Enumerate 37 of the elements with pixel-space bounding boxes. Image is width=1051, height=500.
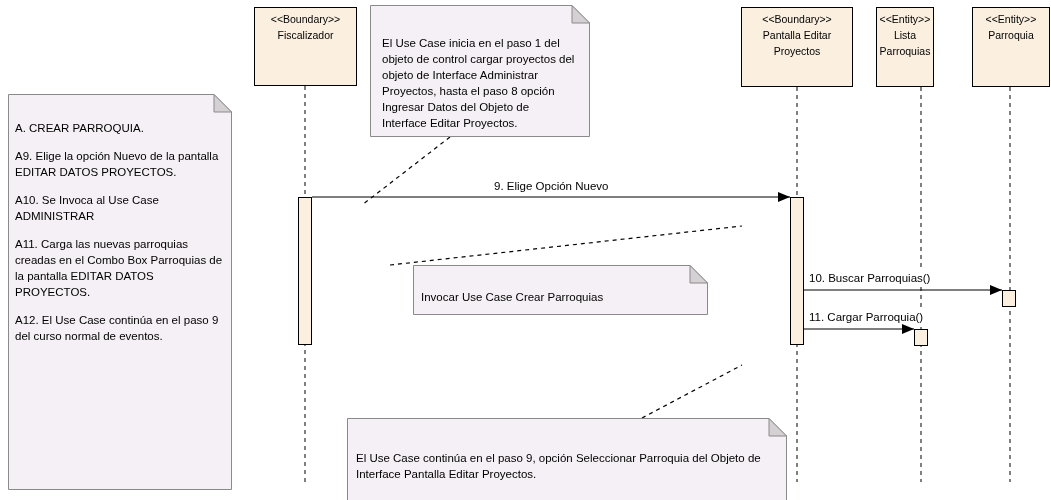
note-text: A11. Carga las nuevas parroquias creadas en el Combo Box Parroquias de la pantalla EDITAR DATOS PROYECTOS. bbox=[15, 237, 224, 300]
stereotype-label: <<Entity>> bbox=[984, 12, 1038, 27]
object-header bbox=[876, 7, 934, 87]
stereotype-label: <<Boundary>> bbox=[269, 12, 342, 27]
object-header bbox=[254, 7, 357, 86]
note-text: A9. Elige la opción Nuevo de la pantalla EDITAR DATOS PROYECTOS. bbox=[15, 149, 220, 180]
note-text: A12. El Use Case continúa en el paso 9 del curso normal de eventos. bbox=[15, 313, 220, 344]
object-name: Parroquia bbox=[987, 28, 1035, 43]
note bbox=[413, 265, 708, 315]
note bbox=[8, 94, 232, 490]
message-label: 9. Elige Opción Nuevo bbox=[493, 179, 610, 193]
message-label: 11. Cargar Parroquia() bbox=[808, 310, 925, 324]
activation-bar bbox=[1002, 290, 1016, 307]
leader-line bbox=[389, 225, 743, 266]
message-arrow bbox=[311, 192, 791, 202]
object-header bbox=[972, 7, 1050, 87]
note bbox=[370, 5, 590, 137]
object-name: Fiscalizador bbox=[276, 28, 335, 43]
leader-line bbox=[641, 364, 743, 419]
note-text: A. CREAR PARROQUIA. bbox=[15, 121, 145, 136]
note-text: A10. Se Invoca al Use Case ADMINISTRAR bbox=[15, 193, 160, 224]
stereotype-label: <<Entity>> bbox=[878, 12, 932, 27]
leader-line bbox=[361, 136, 451, 206]
object-header bbox=[741, 7, 853, 87]
note bbox=[347, 418, 787, 500]
note-text: El Use Case inicia en el paso 1 del objeto de control cargar proyectos del objeto de Interface Administrar Proyectos, hasta el paso 8 opción Ingresar Datos del Objeto de Interface Editar Proyectos. bbox=[382, 36, 576, 131]
activation-bar bbox=[914, 329, 928, 346]
message-arrow bbox=[803, 285, 1003, 295]
note-text: Invocar Use Case Crear Parroquias bbox=[421, 290, 605, 305]
activation-bar bbox=[790, 197, 804, 345]
note-text: El Use Case continúa en el paso 9, opción Seleccionar Parroquia del Objeto de Interface Pantalla Editar Proyectos. bbox=[356, 451, 762, 482]
stereotype-label: <<Boundary>> bbox=[761, 12, 833, 27]
object-name: Pantalla Editar Proyectos bbox=[761, 28, 833, 59]
message-arrow bbox=[803, 324, 915, 334]
message-label: 10. Buscar Parroquias() bbox=[808, 271, 932, 285]
activation-bar bbox=[298, 197, 312, 345]
object-name: Lista Parroquias bbox=[878, 28, 932, 59]
